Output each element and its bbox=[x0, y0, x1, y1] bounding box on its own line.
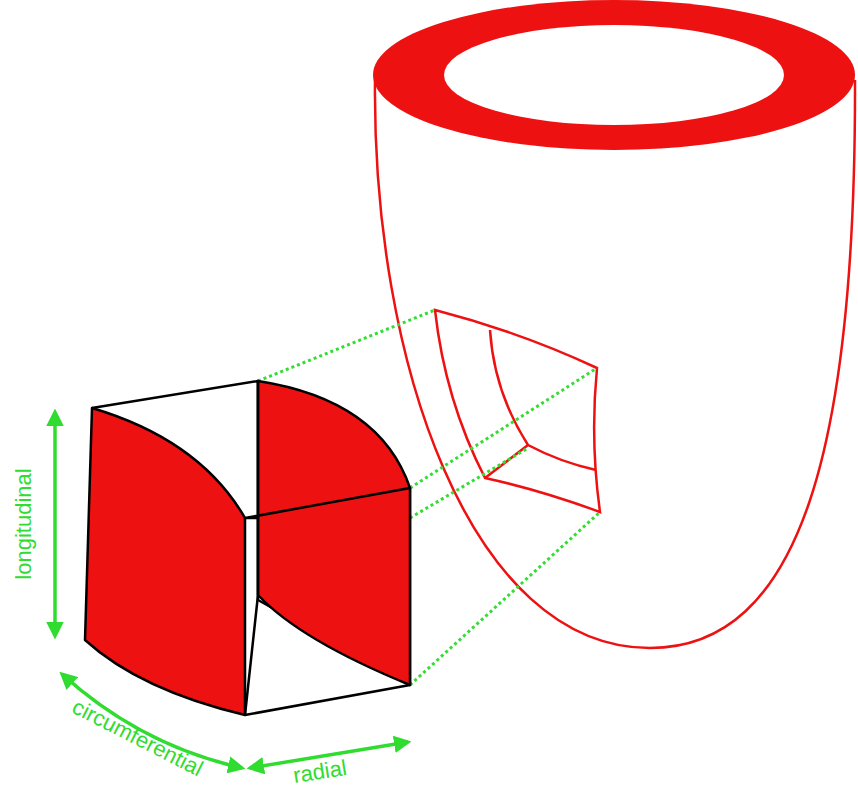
direction-label: longitudinal bbox=[13, 468, 35, 579]
tissue-block bbox=[85, 381, 410, 715]
cutout bbox=[435, 310, 600, 512]
direction-label: radial bbox=[292, 757, 349, 787]
longitudinal-arrow bbox=[53, 412, 57, 636]
direction-label: circumferential bbox=[69, 696, 206, 781]
ventricle bbox=[373, 0, 855, 648]
base-ring bbox=[373, 0, 855, 150]
cutout-edges bbox=[485, 330, 596, 478]
base-opening bbox=[444, 25, 784, 125]
ventricle-wall bbox=[375, 80, 855, 648]
projection-lines bbox=[258, 310, 600, 685]
